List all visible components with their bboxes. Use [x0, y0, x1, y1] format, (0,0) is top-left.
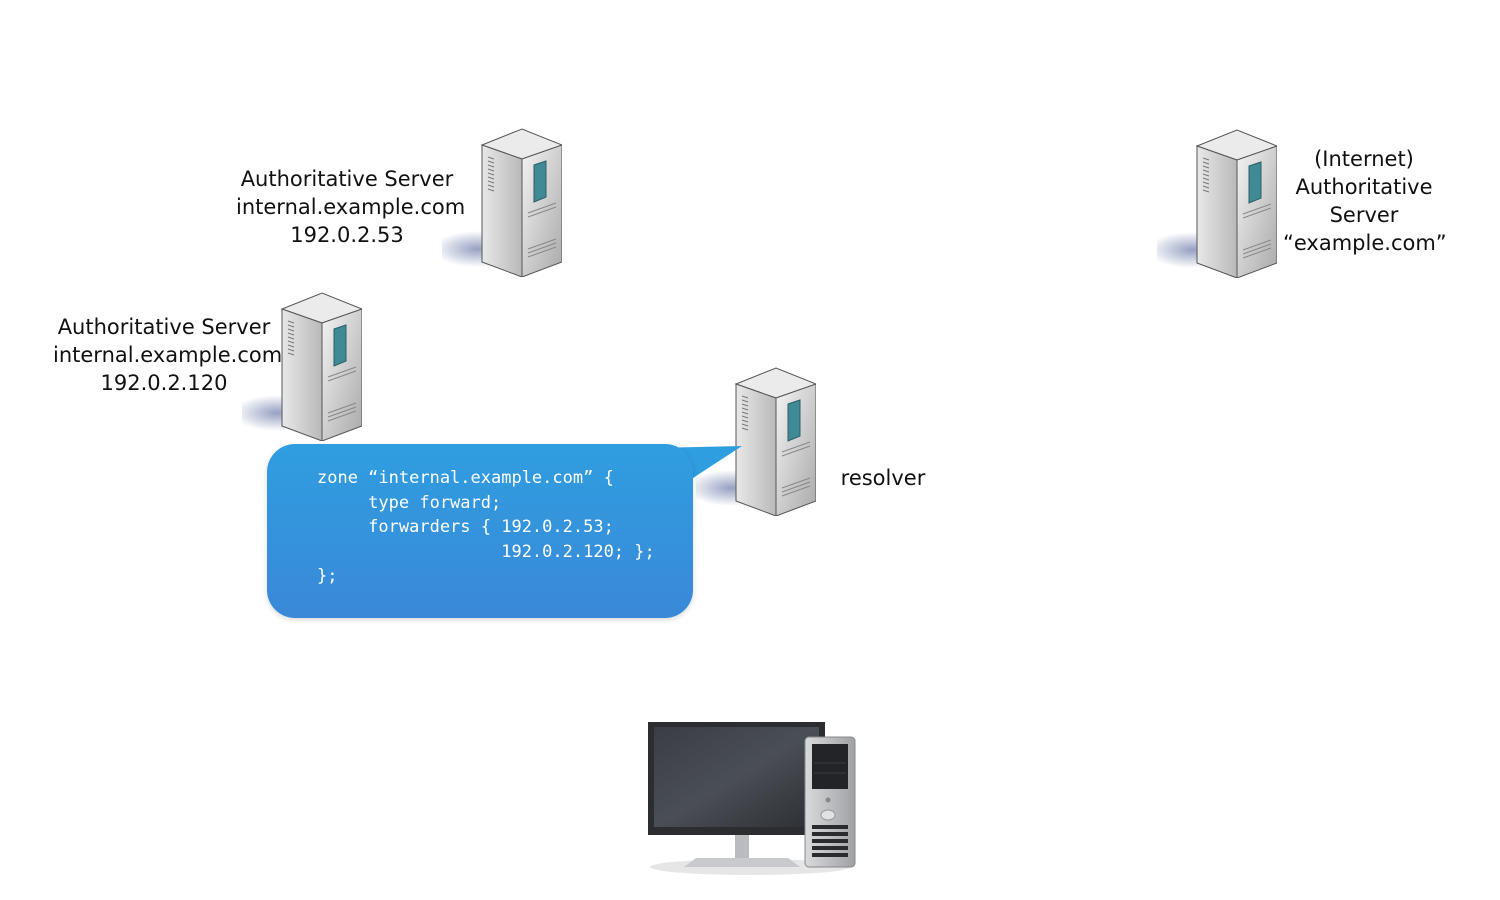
internet-server-scope: (Internet) — [1314, 147, 1414, 171]
internet-server-role-1: Authoritative — [1295, 175, 1433, 199]
code-line: zone “internal.example.com” { — [317, 468, 614, 488]
code-line: 192.0.2.120; }; — [317, 541, 655, 562]
auth-server-2-ip: 192.0.2.120 — [100, 371, 228, 395]
auth-server-2-role: Authoritative Server — [57, 315, 271, 339]
auth-server-1-icon[interactable] — [442, 127, 562, 277]
internet-server-zone: “example.com” — [1283, 231, 1447, 255]
auth-server-1-ip: 192.0.2.53 — [290, 223, 404, 247]
resolver-icon[interactable] — [696, 366, 816, 516]
code-line: forwarders { 192.0.2.53; — [317, 517, 614, 537]
code-line: type forward; — [317, 492, 502, 513]
internet-server-role-2: Server — [1329, 203, 1399, 227]
resolver-label: resolver — [840, 466, 926, 490]
auth-server-1-zone: internal.example.com — [236, 195, 466, 219]
forward-zone-config: zone “internal.example.com” { type forwa… — [317, 466, 655, 589]
auth-server-2-icon[interactable] — [242, 291, 362, 441]
auth-server-2-label: Authoritative Server internal.example.co… — [53, 313, 283, 397]
internet-server-icon[interactable] — [1157, 128, 1277, 278]
internet-server-label: (Internet) Authoritative Server “example… — [1283, 145, 1447, 257]
auth-server-2-zone: internal.example.com — [53, 343, 283, 367]
auth-server-1-role: Authoritative Server — [240, 167, 454, 191]
auth-server-1-label: Authoritative Server internal.example.co… — [236, 165, 466, 249]
config-speech-bubble: zone “internal.example.com” { type forwa… — [267, 444, 693, 618]
code-line: }; — [317, 566, 338, 586]
desktop-computer-icon[interactable] — [640, 715, 870, 880]
